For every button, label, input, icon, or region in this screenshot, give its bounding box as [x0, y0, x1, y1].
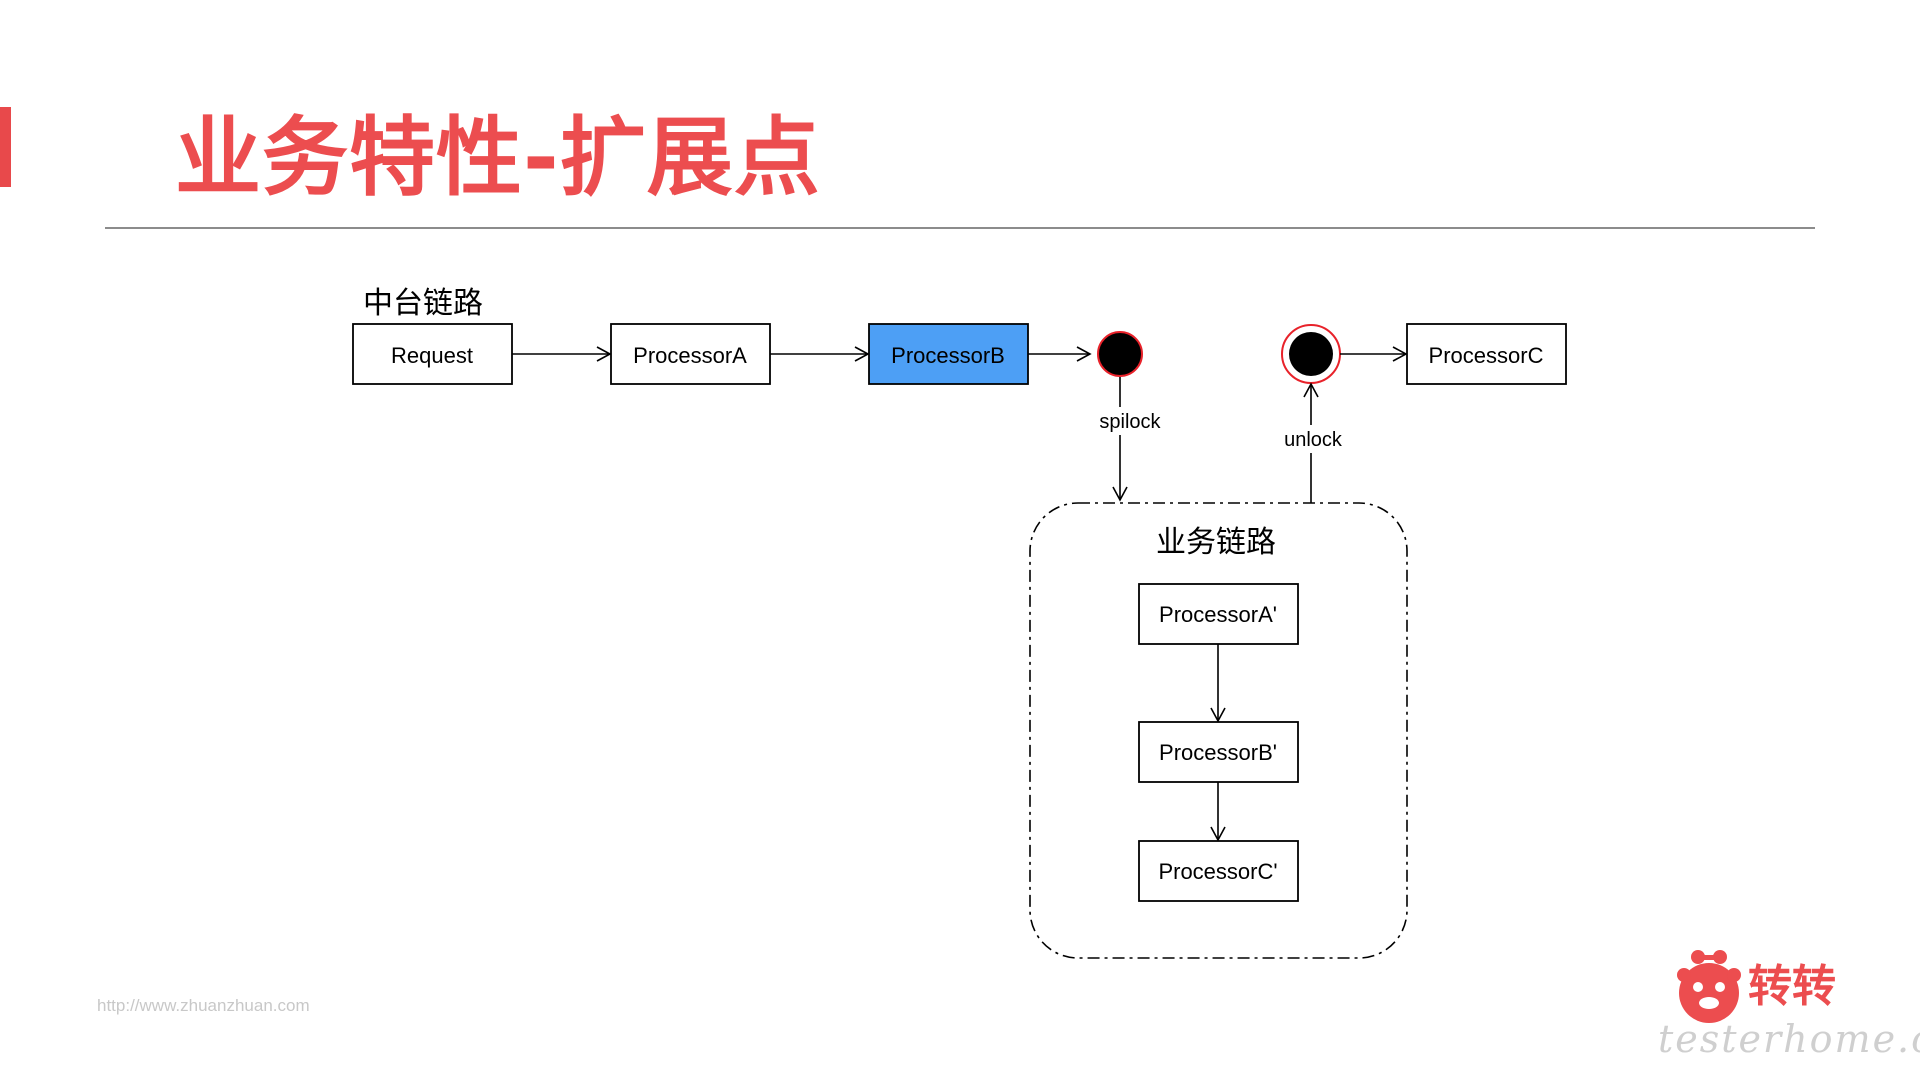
node-processor-a-prime[interactable]: ProcessorA' [1138, 583, 1299, 645]
page-title: 业务特性-扩展点 [175, 108, 821, 208]
zhuanzhuan-logo-icon [1677, 950, 1741, 1023]
title-divider [105, 227, 1815, 229]
brand-name: 转转 [1748, 961, 1836, 1012]
business-chain-container [1029, 502, 1408, 959]
node-processor-b-label: ProcessorB [891, 343, 1005, 368]
watermark: testerhome.com [1658, 1017, 1920, 1061]
spilock-label-bg [1092, 407, 1164, 435]
unlock-node[interactable] [1281, 324, 1341, 384]
node-request[interactable]: Request [352, 323, 513, 385]
edge-spilock-label: spilock [1099, 411, 1161, 433]
edge-unlock-label: unlock [1284, 429, 1343, 451]
node-processor-a-label: ProcessorA [633, 343, 747, 368]
node-processor-b-prime[interactable]: ProcessorB' [1138, 721, 1299, 783]
lock-node[interactable] [1097, 331, 1143, 377]
title-accent-bar [0, 107, 11, 187]
node-processor-b[interactable]: ProcessorB [868, 323, 1029, 385]
node-processor-c[interactable]: ProcessorC [1406, 323, 1567, 385]
node-processor-c-prime[interactable]: ProcessorC' [1138, 840, 1299, 902]
main-chain-label: 中台链路 [363, 287, 483, 320]
footer-url: http://www.zhuanzhuan.com [97, 996, 310, 1015]
business-chain-label: 业务链路 [1156, 526, 1276, 559]
node-processor-a-prime-label: ProcessorA' [1159, 602, 1277, 627]
unlock-label-bg [1276, 425, 1348, 453]
node-processor-c-label: ProcessorC [1429, 343, 1544, 368]
node-processor-c-prime-label: ProcessorC' [1158, 859, 1277, 884]
node-request-label: Request [391, 343, 473, 368]
node-processor-b-prime-label: ProcessorB' [1159, 740, 1277, 765]
node-processor-a[interactable]: ProcessorA [610, 323, 771, 385]
